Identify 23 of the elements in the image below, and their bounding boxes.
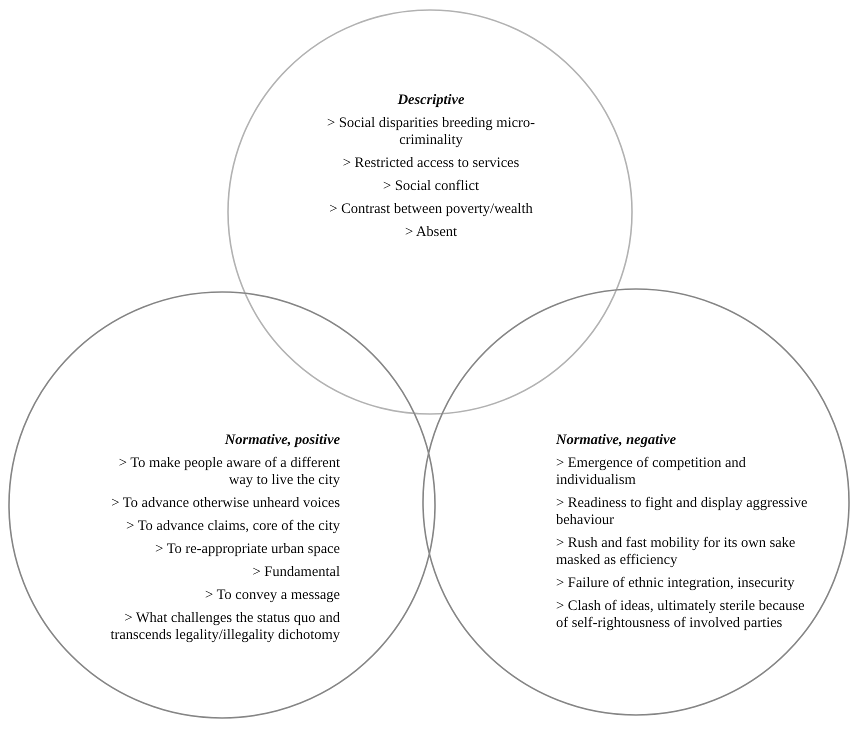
bullet-text: > Social disparities breeding micro-criminality [326,115,536,149]
bullet-text: > Failure of ethnic integration, insecurity [556,575,796,592]
bullet-text: > Readiness to fight and display aggressive behaviour [556,495,808,529]
category-heading: Normative, positive [224,432,340,449]
bullet-text: > To re-appropriate urban space [154,541,340,558]
bullet-text: > To advance otherwise unheard voices [110,495,340,512]
venn-circle [8,291,436,719]
bullet-text: > Emergence of competition and individualism [556,455,747,489]
bullet-text: > To advance claims, core of the city [125,518,340,535]
bullet-text: > Fundamental [251,564,340,581]
bullet-text: > Social conflict [382,178,480,195]
category-heading: Normative, negative [556,432,678,449]
bullet-text: > Restricted access to services [342,155,520,172]
bullet-text: > To convey a message [204,587,340,604]
venn-circle [422,288,850,716]
bullet-text: > What challenges the status quo and transcends legality/illegality dichotomy [109,610,340,644]
bullet-text: > Absent [404,224,458,241]
bullet-text: > Clash of ideas, ultimately sterile because of self-rightousness of involved parties [556,598,806,632]
venn-circle [227,9,633,415]
bullet-text: > Rush and fast mobility for its own sake masked as efficiency [556,535,796,569]
category-heading: Descriptive [396,92,466,109]
bullet-text: > Contrast between poverty/wealth [328,201,534,218]
bullet-text: > To make people aware of a different way to live the city [118,455,340,489]
